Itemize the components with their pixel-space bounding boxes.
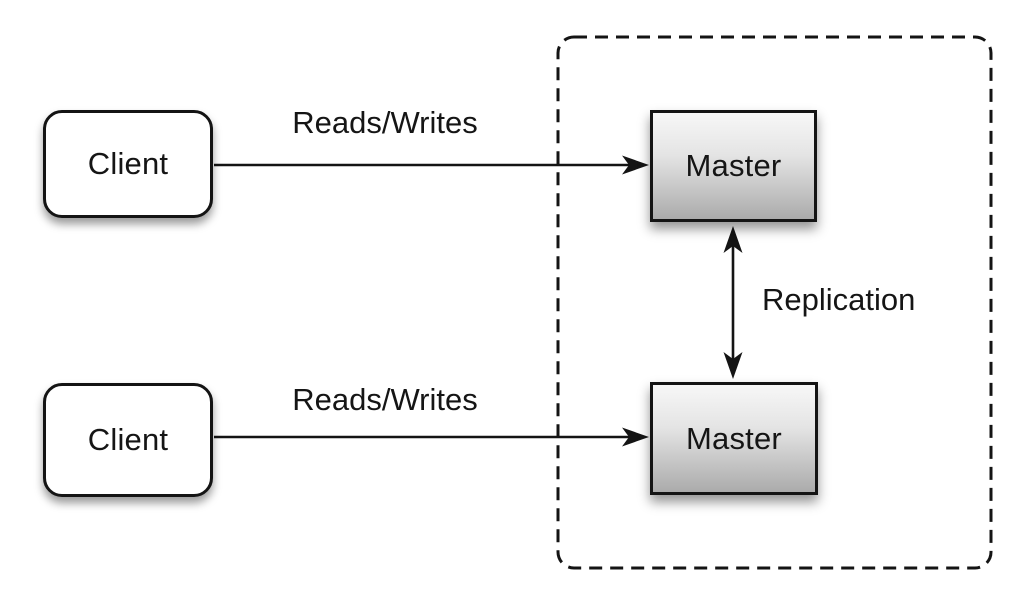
client-node-bottom: Client bbox=[43, 383, 213, 497]
client-node-top: Client bbox=[43, 110, 213, 218]
replication-label: Replication bbox=[762, 282, 916, 317]
arrow-right-icon bbox=[622, 155, 649, 175]
reads-writes-arrow-top bbox=[214, 155, 649, 175]
master-node-bottom: Master bbox=[650, 382, 818, 495]
arrow-up-icon bbox=[723, 226, 743, 253]
client-node-label: Client bbox=[87, 146, 169, 181]
master-node-label: Master bbox=[685, 148, 782, 183]
replication-arrow bbox=[723, 226, 743, 379]
master-node-top: Master bbox=[650, 110, 817, 222]
reads-writes-label-bottom: Reads/Writes bbox=[292, 382, 478, 417]
master-node-label: Master bbox=[686, 420, 782, 456]
arrow-down-icon bbox=[723, 352, 743, 379]
arrow-right-icon bbox=[622, 427, 649, 447]
reads-writes-arrow-bottom bbox=[214, 427, 649, 447]
replication-boundary-box bbox=[556, 35, 993, 570]
reads-writes-label-top: Reads/Writes bbox=[292, 105, 478, 140]
client-node-label: Client bbox=[87, 422, 169, 457]
